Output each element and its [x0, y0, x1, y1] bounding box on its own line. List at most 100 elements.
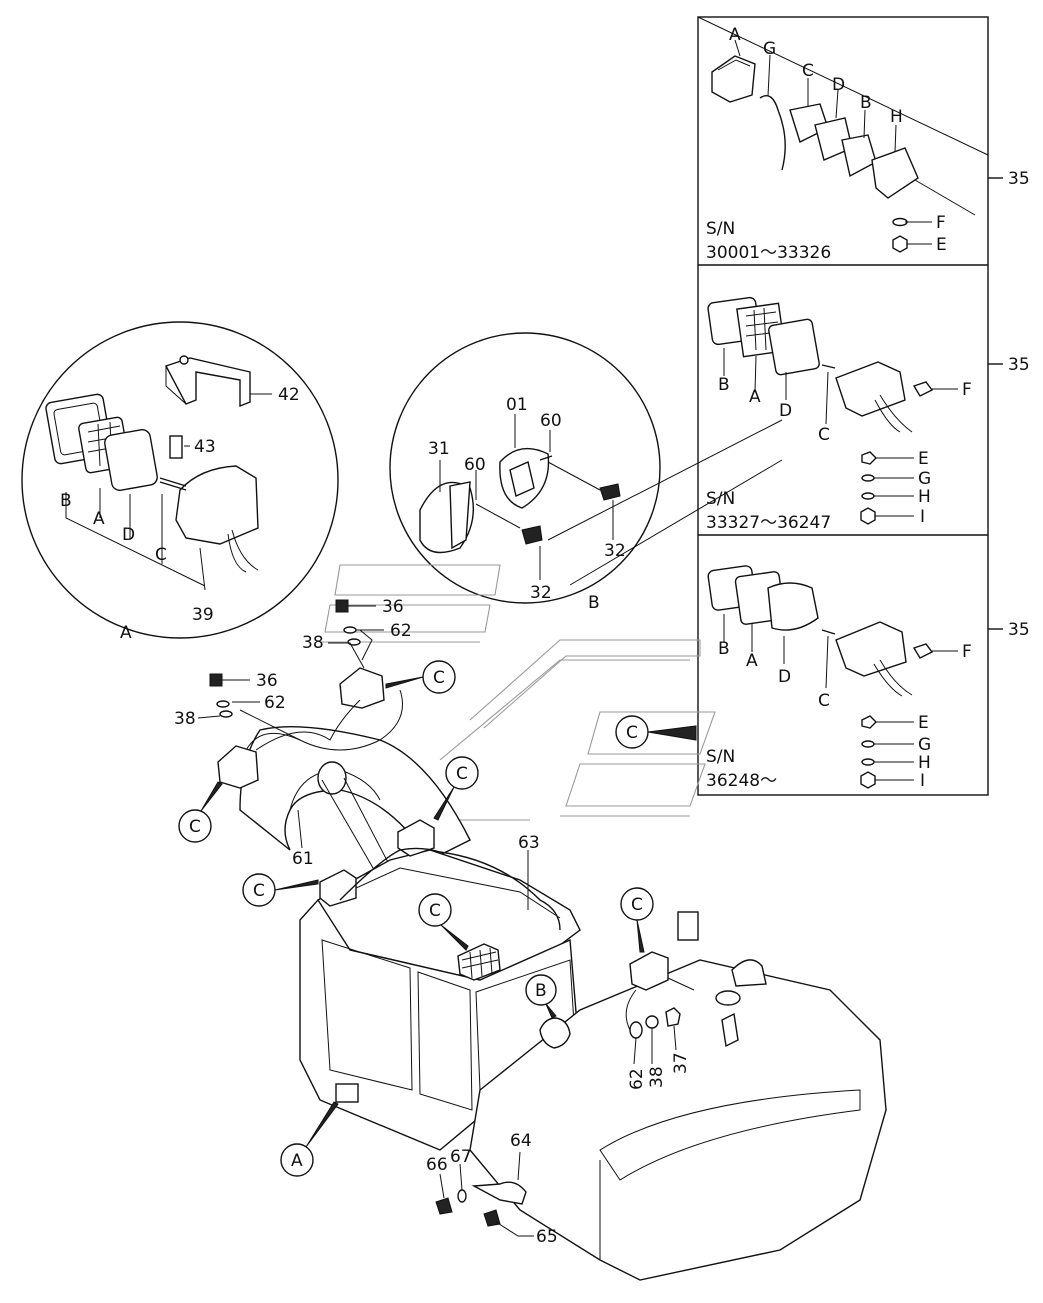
detail-b-label-01: 01: [506, 395, 528, 415]
part-62a: 62: [390, 621, 412, 641]
frame-middle-label-G: G: [918, 469, 931, 489]
frame-top-part-no: 35: [1008, 169, 1030, 189]
part-65: 65: [536, 1227, 558, 1247]
frame-bottom-sn-range: 36248～: [706, 771, 777, 791]
detail-a-label-43: 43: [194, 437, 216, 457]
frame-middle-label-I: I: [920, 507, 925, 527]
detail-a-label-A: A: [93, 509, 105, 529]
part-66: 66: [426, 1155, 448, 1175]
detail-a-label-B: B: [60, 491, 72, 511]
frame-top-label-G: G: [763, 39, 776, 59]
callout-c-4: [242, 873, 319, 907]
cab-lamp-rear: [457, 943, 501, 981]
frame-top-label-C: C: [802, 61, 814, 81]
part-leaders: [197, 605, 677, 1237]
callout-c-2-label: C: [456, 764, 468, 784]
frame-top-lamp: [711, 39, 976, 253]
detail-b-label-60a: 60: [540, 411, 562, 431]
detail-a-title: A: [120, 623, 132, 643]
frame-middle-label-B: B: [718, 375, 730, 395]
frame-bottom-label-B: B: [718, 639, 730, 659]
part-38a: 38: [302, 633, 324, 653]
frame-middle-label-F: F: [962, 380, 972, 400]
detail-a-label-D: D: [122, 525, 135, 545]
frame-bottom-label-F: F: [962, 642, 972, 662]
detail-a-label-C: C: [155, 545, 167, 565]
frame-bottom-label-H: H: [918, 753, 931, 773]
frame-bottom-label-A: A: [746, 651, 758, 671]
frame-top-label-B: B: [860, 93, 872, 113]
detail-b-label-60b: 60: [464, 455, 486, 475]
detail-b-marker: [539, 1017, 571, 1049]
frame-top-sn-range: 30001～33326: [706, 243, 831, 263]
body-lamp: [629, 951, 669, 991]
callout-c-1-label: C: [433, 668, 445, 688]
callout-a-label: A: [291, 1151, 303, 1171]
frame-top-label-F: F: [936, 213, 946, 233]
callout-a: [280, 1101, 339, 1177]
detail-a-label-42: 42: [278, 385, 300, 405]
callout-c-1: [385, 660, 456, 694]
callout-c-5-label: C: [429, 901, 441, 921]
callout-b: [525, 974, 557, 1019]
callout-c-6: [620, 887, 654, 953]
frame-top-label-D: D: [832, 75, 845, 95]
frame-bottom-label-E: E: [918, 713, 929, 733]
frame-bottom-lamp: [707, 565, 958, 789]
part-63: 63: [518, 833, 540, 853]
frame-top-label-H: H: [890, 107, 903, 127]
callout-c-6-label: C: [631, 895, 643, 915]
machine-lamps: [209, 599, 695, 1227]
callout-c-2: [433, 756, 479, 821]
detail-b-title: B: [588, 593, 600, 613]
callout-c-3: [178, 781, 223, 843]
callout-c-3-label: C: [189, 817, 201, 837]
callout-c-7-label: C: [626, 723, 638, 743]
frame-middle-label-E: E: [918, 449, 929, 469]
frame-middle-sn-range: 33327～36247: [706, 513, 831, 533]
detail-a-marker: [335, 1083, 359, 1103]
detail-b-label-32a: 32: [604, 541, 626, 561]
frame-bottom-label-C: C: [818, 691, 830, 711]
boom-lamp-left: [217, 745, 259, 789]
sn-frames: 35 35 35 A G C D B H F: [697, 16, 1030, 796]
frame-middle-label-A: A: [749, 387, 761, 407]
frame-bottom-label-D: D: [778, 667, 791, 687]
callouts: [178, 660, 697, 1177]
detail-b-label-31: 31: [428, 439, 450, 459]
frame-bottom-label-G: G: [918, 735, 931, 755]
part-38b: 38: [174, 709, 196, 729]
callout-c-4-label: C: [253, 881, 265, 901]
part-37: 37: [671, 1052, 691, 1074]
frame-bottom-sn-label: S/N: [706, 747, 735, 767]
part-64: 64: [510, 1131, 532, 1151]
part-38c: 38: [647, 1066, 667, 1088]
frame-middle-label-H: H: [918, 487, 931, 507]
detail-a: [21, 321, 339, 639]
part-62c: 62: [627, 1068, 647, 1090]
detail-b: [389, 332, 661, 604]
frames-border: [697, 16, 989, 796]
cab-lamp-front-left: [319, 869, 357, 907]
frame-middle-sn-label: S/N: [706, 489, 735, 509]
frame-middle-part-no: 35: [1008, 355, 1030, 375]
cab-lamp-front-right: [397, 819, 435, 857]
part-61: 61: [292, 849, 314, 869]
frame-top-label-E: E: [936, 235, 947, 255]
boom-lamp-upper: [339, 667, 385, 709]
part-67: 67: [450, 1147, 472, 1167]
part-36a: 36: [382, 597, 404, 617]
detail-b-circle: [389, 332, 661, 604]
frame-bottom-part-no: 35: [1008, 620, 1030, 640]
part-36b: 36: [256, 671, 278, 691]
frame-middle-label-C: C: [818, 425, 830, 445]
boom-ghost-outline: [320, 564, 716, 821]
detail-b-label-32b: 32: [530, 583, 552, 603]
frame-top-sn-label: S/N: [706, 219, 735, 239]
part-62b: 62: [264, 693, 286, 713]
callout-c-7: [615, 715, 697, 749]
detail-a-label-39: 39: [192, 605, 214, 625]
callout-c-5: [418, 893, 469, 951]
